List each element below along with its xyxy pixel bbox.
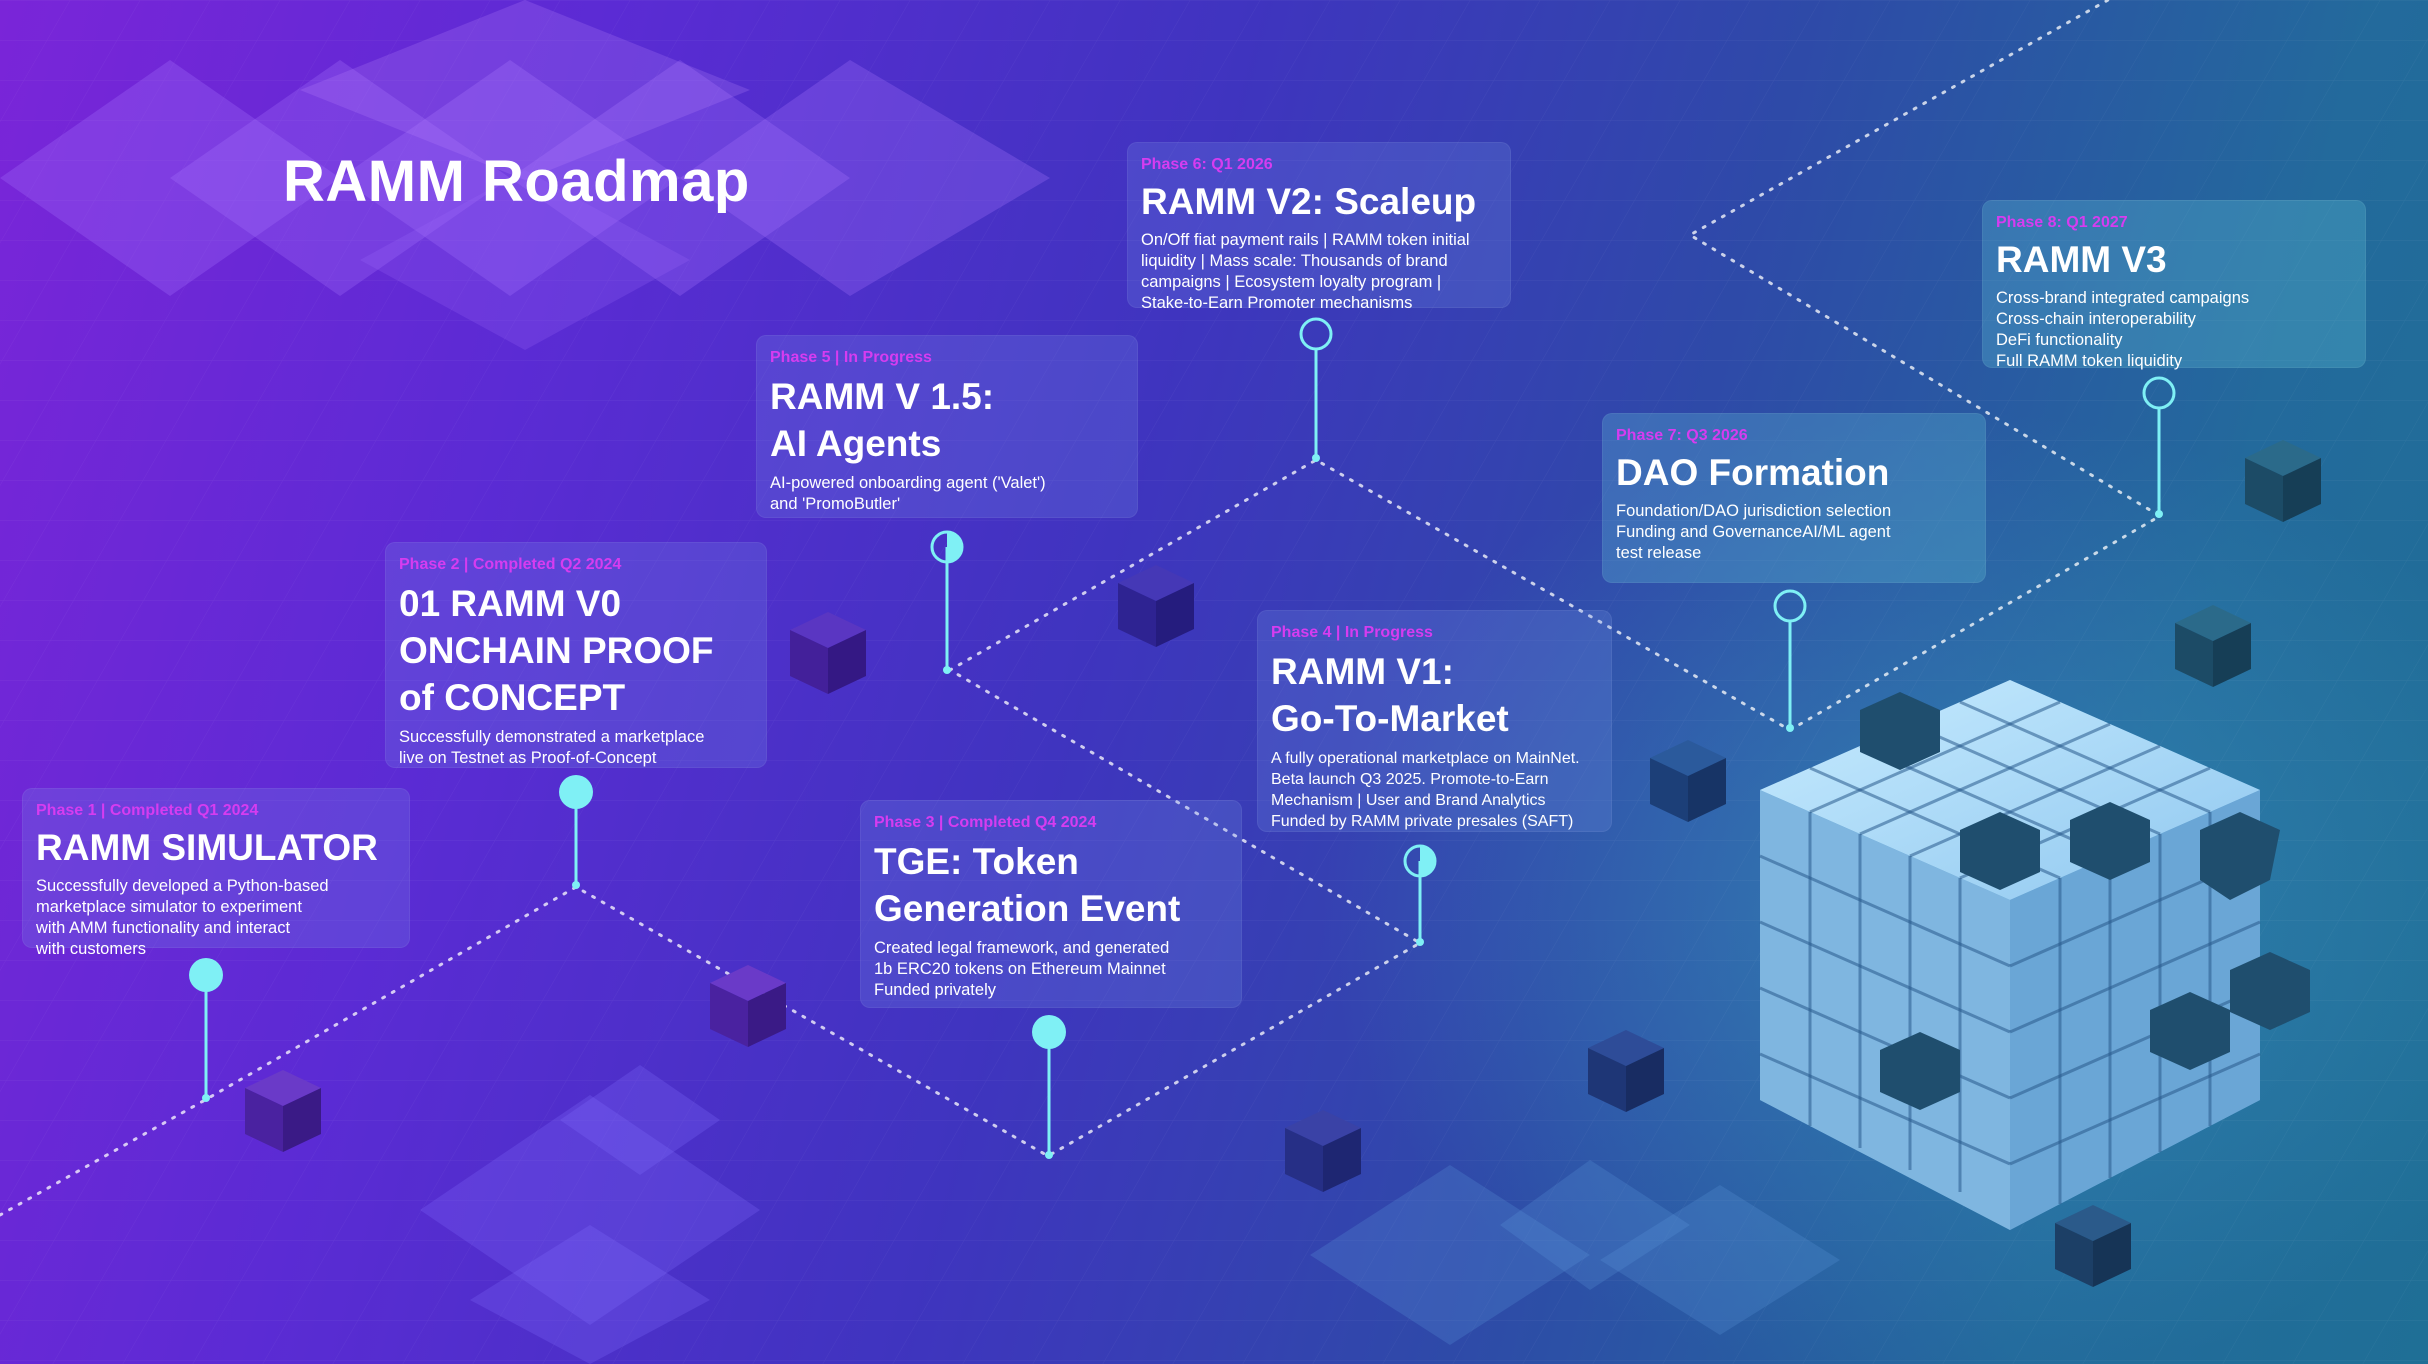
milestone-heading: RAMM V1: Go-To-Market — [1271, 651, 1509, 739]
pin-phase-1 — [189, 958, 223, 1102]
milestone-card-phase-4: Phase 4 | In Progress RAMM V1: Go-To-Mar… — [1257, 610, 1612, 832]
pin-phase-3 — [1032, 1015, 1066, 1159]
milestone-description: Successfully developed a Python-based ma… — [36, 877, 329, 959]
pin-phase-5 — [930, 530, 964, 674]
milestone-card-phase-3: Phase 3 | Completed Q4 2024 TGE: Token G… — [860, 800, 1242, 1008]
phase-label: Phase 5 | In Progress — [770, 349, 932, 366]
phase-label: Phase 1 | Completed Q1 2024 — [36, 802, 259, 819]
pin-phase-2 — [559, 775, 593, 889]
milestone-card-phase-2: Phase 2 | Completed Q2 2024 01 RAMM V0 O… — [385, 542, 767, 768]
phase-label: Phase 8: Q1 2027 — [1996, 214, 2128, 231]
milestone-heading: TGE: Token Generation Event — [874, 841, 1181, 929]
milestone-description: A fully operational marketplace on MainN… — [1271, 750, 1580, 830]
milestone-description: Cross-brand integrated campaigns Cross-c… — [1996, 289, 2250, 371]
cube-cluster — [1759, 680, 2310, 1230]
page-title: RAMM Roadmap — [283, 149, 750, 214]
milestone-heading: RAMM V 1.5: AI Agents — [770, 376, 995, 464]
milestone-description: Successfully demonstrated a marketplace … — [399, 728, 705, 767]
milestone-heading: RAMM V3 — [1996, 239, 2167, 280]
diamond-tiles-top — [0, 0, 1050, 350]
milestone-heading: RAMM SIMULATOR — [36, 827, 378, 868]
diamond-tiles-bottom — [420, 1065, 760, 1364]
milestone-description: Created legal framework, and generated 1… — [874, 939, 1170, 999]
milestone-card-phase-1: Phase 1 | Completed Q1 2024 RAMM SIMULAT… — [22, 788, 410, 958]
diamond-tiles-bottom-right — [1310, 1160, 1840, 1345]
milestone-description: AI-powered onboarding agent ('Valet') an… — [770, 474, 1046, 513]
pin-phase-8 — [2142, 376, 2176, 518]
floating-cubes — [245, 440, 2321, 1287]
phase-label: Phase 4 | In Progress — [1271, 624, 1433, 641]
milestone-card-phase-6: Phase 6: Q1 2026 RAMM V2: Scaleup On/Off… — [1127, 142, 1511, 312]
phase-label: Phase 7: Q3 2026 — [1616, 427, 1748, 444]
milestone-heading: DAO Formation — [1616, 452, 1890, 493]
phase-label: Phase 2 | Completed Q2 2024 — [399, 556, 622, 573]
pin-phase-4 — [1403, 844, 1437, 946]
pin-phase-7 — [1773, 589, 1807, 732]
milestone-card-phase-5: Phase 5 | In Progress RAMM V 1.5: AI Age… — [756, 335, 1138, 518]
pin-phase-6 — [1299, 317, 1333, 462]
milestone-card-phase-8: Phase 8: Q1 2027 RAMM V3 Cross-brand int… — [1982, 200, 2366, 370]
milestone-card-phase-7: Phase 7: Q3 2026 DAO Formation Foundatio… — [1602, 413, 1986, 583]
milestone-description: Foundation/DAO jurisdiction selection Fu… — [1616, 502, 1892, 563]
milestone-description: On/Off fiat payment rails | RAMM token i… — [1141, 231, 1470, 313]
phase-label: Phase 6: Q1 2026 — [1141, 156, 1273, 173]
milestone-heading: 01 RAMM V0 ONCHAIN PROOF of CONCEPT — [399, 583, 714, 718]
phase-label: Phase 3 | Completed Q4 2024 — [874, 814, 1097, 831]
milestone-heading: RAMM V2: Scaleup — [1141, 181, 1477, 222]
